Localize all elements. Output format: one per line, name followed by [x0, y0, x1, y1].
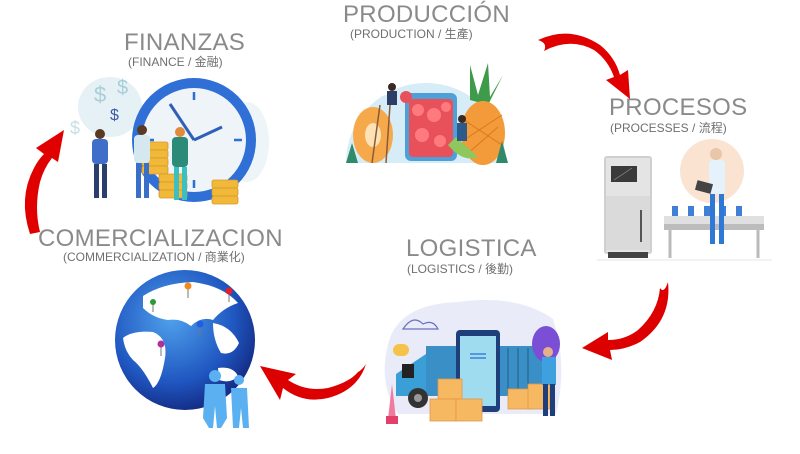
stage-title: PROCESOS	[609, 94, 748, 121]
stage-title: COMERCIALIZACION	[38, 225, 283, 252]
svg-text:$: $	[117, 77, 128, 99]
delivery-truck-illustration	[378, 284, 568, 429]
fruit-production-illustration	[338, 45, 513, 167]
svg-text:$: $	[110, 107, 119, 124]
svg-text:$: $	[70, 118, 80, 138]
svg-text:$: $	[94, 82, 106, 107]
stage-title: PRODUCCIÓN	[343, 1, 511, 28]
stage-subtitle: (COMMERCIALIZATION / 商業化)	[63, 250, 245, 264]
stage-title: FINANZAS	[124, 29, 246, 56]
stage-subtitle: (LOGISTICS / 後勤)	[407, 262, 514, 276]
arrow-production-to-processes	[530, 25, 635, 100]
arrow-commercialization-to-finance	[16, 128, 66, 236]
stage-subtitle: (PRODUCTION / 生產)	[350, 27, 473, 41]
arrow-processes-to-logistics	[580, 280, 675, 365]
stage-subtitle: (PROCESSES / 流程)	[610, 121, 727, 135]
clock-money-illustration: $ $ $ $	[62, 72, 277, 210]
arrow-logistics-to-commercialization	[258, 360, 368, 415]
globe-business-illustration	[113, 268, 263, 430]
factory-processing-illustration	[592, 136, 777, 261]
stage-subtitle: (FINANCE / 金融)	[128, 55, 223, 69]
stage-title: LOGISTICA	[406, 235, 537, 262]
